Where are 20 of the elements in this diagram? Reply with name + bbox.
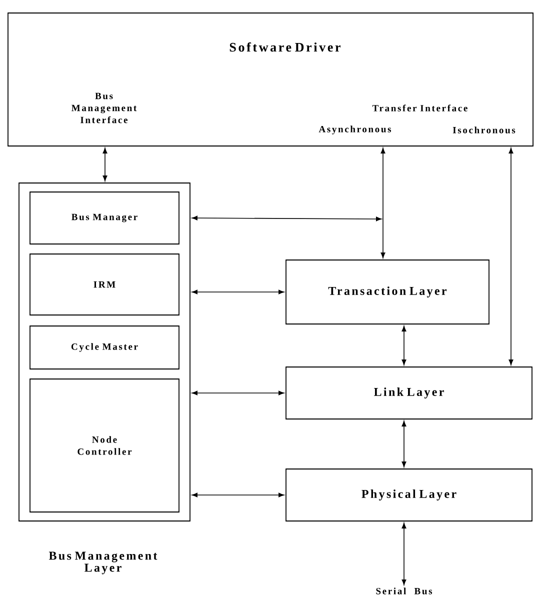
double-arrow	[192, 492, 284, 498]
double-arrow	[402, 522, 406, 586]
driver-box: Software Driver Bus Management Interface Transfer Interface Asynchronous Isochronous	[8, 12, 534, 146]
component-box: Bus Manager	[30, 192, 180, 244]
double-arrow	[402, 420, 406, 468]
double-arrow	[192, 216, 382, 222]
component-box: Node Controller	[30, 378, 180, 512]
component-box: IRM	[30, 254, 180, 316]
double-arrow	[402, 326, 406, 366]
double-arrow	[102, 148, 108, 182]
group-heading: Bus Management Layer	[48, 552, 158, 574]
double-arrow	[192, 390, 284, 396]
layer-box: Transaction Layer	[286, 260, 490, 324]
layer-box: Physical Layer	[286, 468, 532, 522]
double-arrow	[192, 290, 284, 294]
component-box: Cycle Master	[30, 326, 180, 370]
double-arrow	[508, 148, 514, 366]
layer-box: Link Layer	[286, 366, 532, 420]
double-arrow	[380, 148, 386, 258]
port-label: Serial Bus	[376, 588, 432, 594]
